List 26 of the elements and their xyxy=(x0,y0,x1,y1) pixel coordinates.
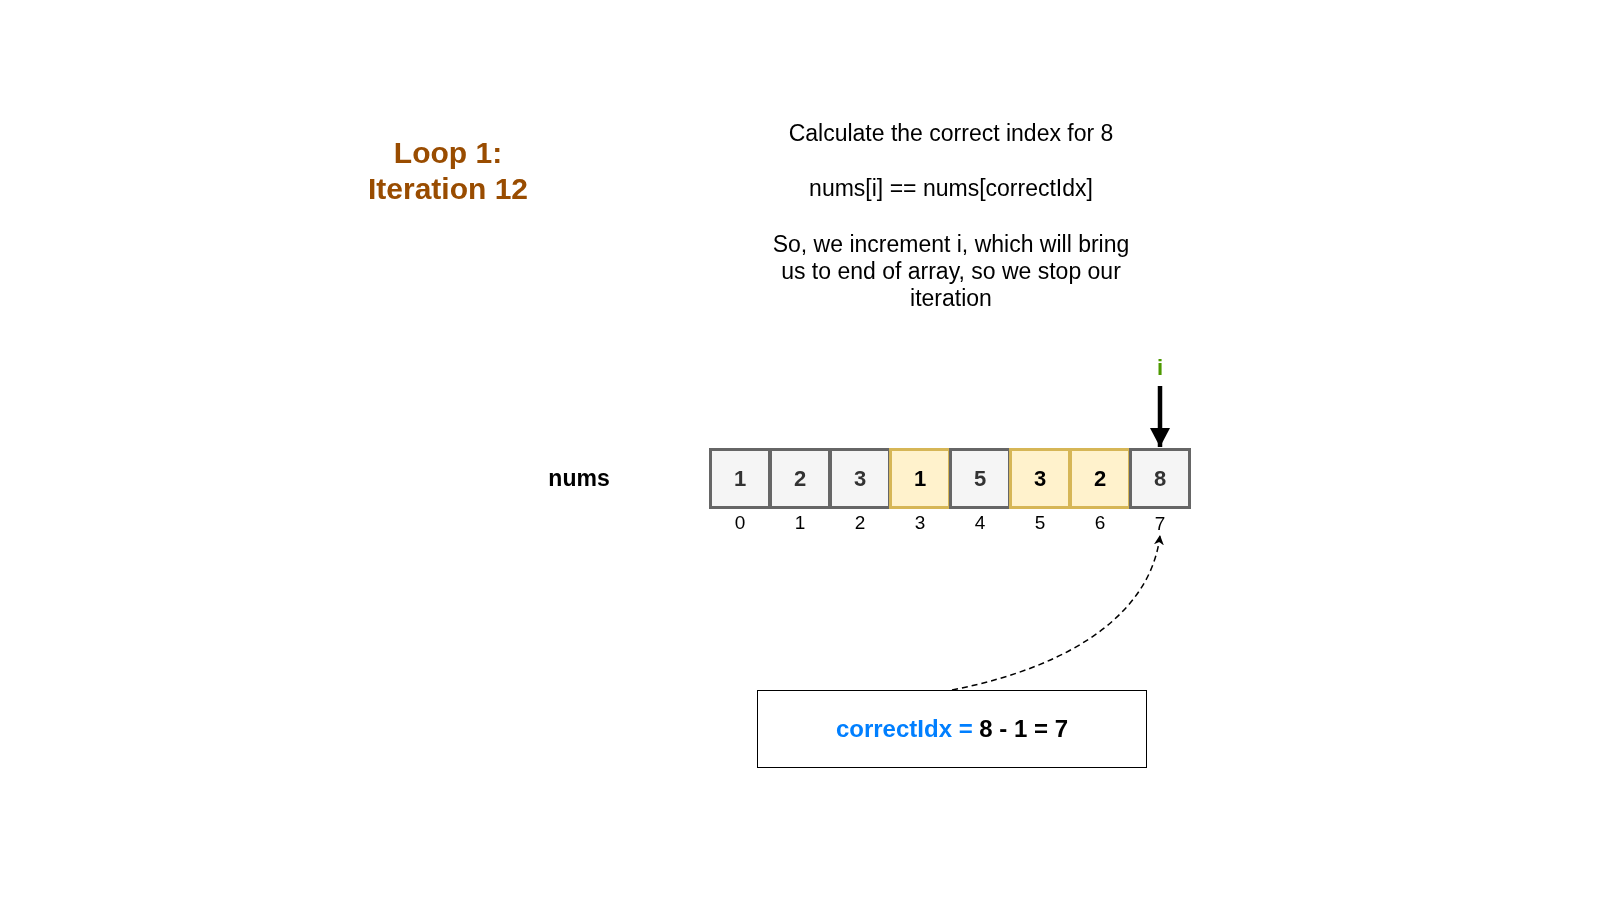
index-number: 1 xyxy=(793,512,807,534)
index-number: 0 xyxy=(733,512,747,534)
index-number: 6 xyxy=(1093,512,1107,534)
diagram-title: Loop 1: Iteration 12 xyxy=(366,135,530,207)
array-cell: 2 xyxy=(769,448,831,509)
index-number: 5 xyxy=(1033,512,1047,534)
array-cell: 3 xyxy=(1009,448,1071,509)
array-cell: 8 xyxy=(1129,448,1191,509)
formula-box xyxy=(757,690,1147,768)
array-cell: 2 xyxy=(1069,448,1131,509)
array-cell: 3 xyxy=(829,448,891,509)
index-number: 7 xyxy=(1145,512,1175,535)
array-cell: 1 xyxy=(709,448,771,509)
note-text: Calculate the correct index for 8 xyxy=(787,120,1115,147)
index-number: 3 xyxy=(913,512,927,534)
index-number: 4 xyxy=(973,512,987,534)
array-name: nums xyxy=(547,464,611,492)
note-text: So, we increment i, which will bring us to end of array, so we stop our iteration xyxy=(771,231,1131,312)
index-number: 2 xyxy=(853,512,867,534)
note-text: nums[i] == nums[correctIdx] xyxy=(808,175,1094,202)
array-cell: 1 xyxy=(889,448,951,509)
arrow xyxy=(1150,386,1170,447)
dashed-arrow xyxy=(951,534,1164,691)
formula-text: correctIdx = 8 - 1 = 7 xyxy=(835,715,1069,743)
array-cell: 5 xyxy=(949,448,1011,509)
pointer-label: i xyxy=(1145,354,1175,382)
